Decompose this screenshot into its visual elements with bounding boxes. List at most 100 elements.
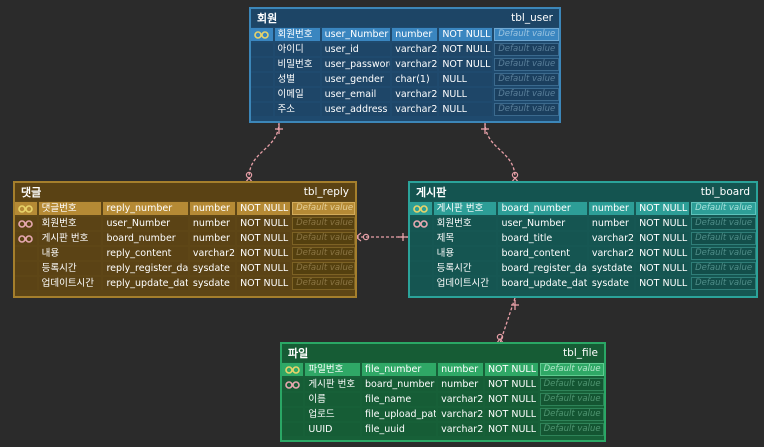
column-default: Default value xyxy=(494,58,559,71)
column-name: file_uuid xyxy=(362,423,437,436)
column-nullability: NOT NULL xyxy=(237,232,291,245)
column-label: 회원번호 xyxy=(274,28,320,41)
column-default: Default value xyxy=(691,217,756,230)
column-nullability: NULL xyxy=(439,73,493,86)
column-default: Default value xyxy=(691,247,756,260)
column-default: Default value xyxy=(292,262,356,275)
column-nullability: NOT NULL xyxy=(636,247,690,260)
column-type: number xyxy=(189,232,236,245)
column-nullability: NOT NULL xyxy=(484,363,538,376)
column-default: Default value xyxy=(292,247,356,260)
column-label: 등록시간 xyxy=(38,262,102,275)
column-label: 아이디 xyxy=(274,43,320,56)
column-name: file_upload_path xyxy=(362,408,437,421)
column-default: Default value xyxy=(691,232,756,245)
column-default: Default value xyxy=(691,262,756,275)
column-default: Default value xyxy=(539,408,604,421)
column-nullability: NULL xyxy=(439,88,493,101)
column-type: number xyxy=(438,363,483,376)
table-title-korean: 회원 xyxy=(257,12,278,25)
column-type: number xyxy=(588,217,635,230)
column-name: reply_content xyxy=(103,247,188,260)
column-type: number xyxy=(588,202,635,215)
table-title-korean: 파일 xyxy=(288,347,309,360)
column-type: number xyxy=(189,202,236,215)
column-label: 댓글번호 xyxy=(38,202,102,215)
no-key-cell xyxy=(410,277,432,290)
column-default: Default value xyxy=(292,202,356,215)
no-key-cell xyxy=(251,88,273,101)
column-type: number xyxy=(392,28,438,41)
primary-key-icon xyxy=(410,202,432,215)
column-name: user_address xyxy=(321,103,391,116)
column-type: sysdate xyxy=(189,262,236,275)
no-key-cell xyxy=(410,247,432,260)
primary-key-icon xyxy=(282,363,304,376)
column-nullability: NOT NULL xyxy=(484,378,538,391)
column-default: Default value xyxy=(539,363,604,376)
column-name: reply_update_date xyxy=(103,277,188,290)
no-key-cell xyxy=(410,232,432,245)
column-name: user_gender xyxy=(321,73,391,86)
foreign-key-icon xyxy=(15,217,37,230)
column-label: 게시판 번호 xyxy=(38,232,102,245)
column-nullability: NOT NULL xyxy=(237,262,291,275)
column-label: 회원번호 xyxy=(433,217,497,230)
table-title-korean: 게시판 xyxy=(416,186,447,199)
column-label: 게시판 번호 xyxy=(433,202,497,215)
column-nullability: NOT NULL xyxy=(237,202,291,215)
foreign-key-icon xyxy=(282,378,304,391)
column-label: 제목 xyxy=(433,232,497,245)
column-name: user_email xyxy=(321,88,391,101)
column-default: Default value xyxy=(691,277,756,290)
column-nullability: NOT NULL xyxy=(484,423,538,436)
no-key-cell xyxy=(15,277,37,290)
column-default: Default value xyxy=(539,378,604,391)
primary-key-icon xyxy=(251,28,273,41)
no-key-cell xyxy=(410,262,432,275)
column-type: number xyxy=(438,378,483,391)
column-default: Default value xyxy=(494,28,559,41)
relation-user-reply xyxy=(248,121,280,179)
relation-user-board xyxy=(484,121,516,179)
column-default: Default value xyxy=(292,232,356,245)
column-name: user_Number xyxy=(103,217,188,230)
column-label: 게시판 번호 xyxy=(305,378,361,391)
column-label: 업로드 xyxy=(305,408,361,421)
